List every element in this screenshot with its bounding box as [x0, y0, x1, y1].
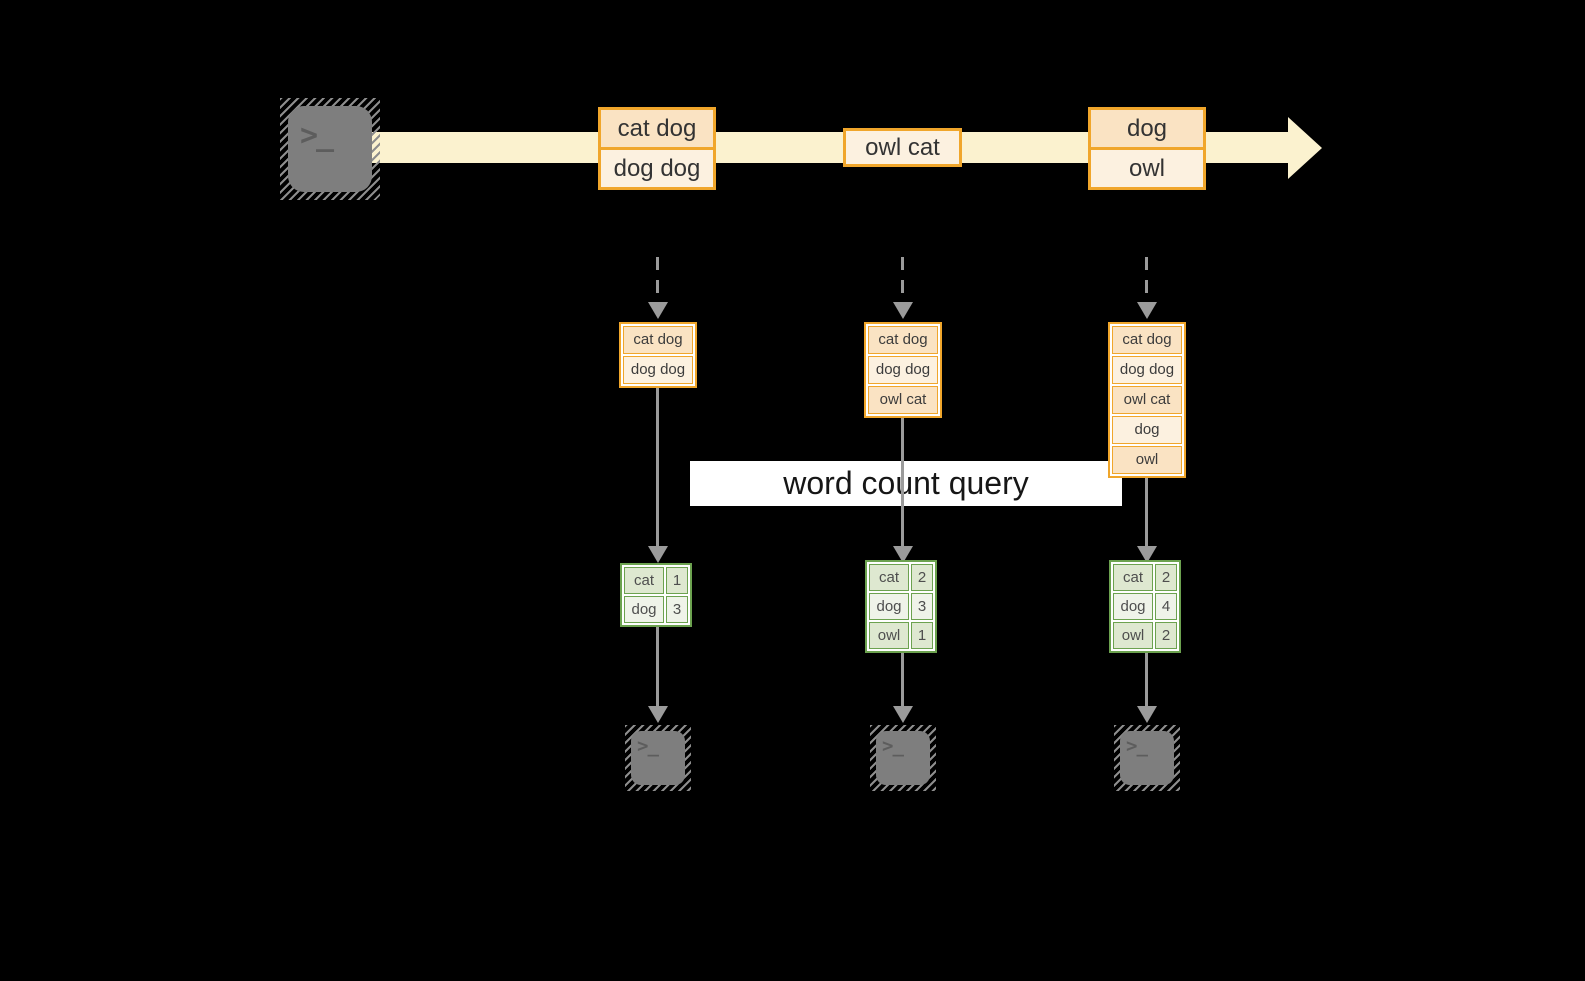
word-cell: dog	[869, 593, 909, 620]
arrowhead-icon	[893, 546, 913, 563]
stack-row: dog dog	[623, 356, 693, 384]
record-label: owl	[1091, 147, 1203, 187]
count-cell: 4	[1155, 593, 1177, 620]
record-stack-3: cat dog dog dog owl cat dog owl	[1108, 322, 1186, 478]
word-cell: owl	[869, 622, 909, 649]
stack-row: owl cat	[868, 386, 938, 414]
source-terminal-icon: >_	[280, 98, 380, 200]
record-stack-2: cat dog dog dog owl cat	[864, 322, 942, 418]
terminal-prompt-icon: >_	[882, 735, 904, 757]
record-label: dog	[1091, 110, 1203, 147]
query-label: word count query	[690, 461, 1122, 506]
count-cell: 3	[911, 593, 933, 620]
terminal-screen	[631, 731, 685, 785]
arrowhead-icon	[648, 706, 668, 723]
terminal-prompt-icon: >_	[300, 118, 334, 153]
stack-row: dog	[1112, 416, 1182, 444]
count-cell: 1	[666, 567, 688, 594]
record-label: dog dog	[601, 147, 713, 187]
dashed-arrow-line	[1145, 257, 1148, 303]
stream-timeline-arrowhead-icon	[1288, 117, 1322, 179]
count-cell: 3	[666, 596, 688, 623]
stack-row: owl	[1112, 446, 1182, 474]
count-cell: 2	[1155, 622, 1177, 649]
word-cell: dog	[1113, 593, 1153, 620]
word-cell: cat	[624, 567, 664, 594]
terminal-screen	[876, 731, 930, 785]
record-stack-1: cat dog dog dog	[619, 322, 697, 388]
terminal-prompt-icon: >_	[1126, 735, 1148, 757]
arrow-line	[901, 653, 904, 707]
sink-terminal-icon: >_	[625, 725, 691, 791]
terminal-screen	[288, 106, 372, 192]
arrowhead-icon	[1137, 706, 1157, 723]
arrow-line	[1145, 653, 1148, 707]
record-label: cat dog	[601, 110, 713, 147]
dashed-arrowhead-icon	[648, 302, 668, 319]
arrowhead-icon	[648, 546, 668, 563]
dashed-arrowhead-icon	[893, 302, 913, 319]
arrow-line	[656, 627, 659, 707]
arrow-line	[1145, 478, 1148, 548]
word-cell: cat	[869, 564, 909, 591]
sink-terminal-icon: >_	[1114, 725, 1180, 791]
timeline-batch-1: cat dog dog dog	[598, 107, 716, 190]
stack-row: cat dog	[868, 326, 938, 354]
arrowhead-icon	[1137, 546, 1157, 563]
timeline-batch-2: owl cat	[843, 128, 962, 167]
arrow-line	[901, 418, 904, 548]
word-cell: dog	[624, 596, 664, 623]
count-cell: 1	[911, 622, 933, 649]
stack-row: dog dog	[868, 356, 938, 384]
arrowhead-icon	[893, 706, 913, 723]
count-table-1: cat 1 dog 3	[620, 563, 692, 627]
count-cell: 2	[1155, 564, 1177, 591]
record-label: owl cat	[846, 131, 959, 164]
timeline-batch-3: dog owl	[1088, 107, 1206, 190]
sink-terminal-icon: >_	[870, 725, 936, 791]
stack-row: dog dog	[1112, 356, 1182, 384]
count-table-2: cat 2 dog 3 owl 1	[865, 560, 937, 653]
stack-row: owl cat	[1112, 386, 1182, 414]
count-table-3: cat 2 dog 4 owl 2	[1109, 560, 1181, 653]
arrow-line	[656, 388, 659, 548]
stack-row: cat dog	[623, 326, 693, 354]
terminal-screen	[1120, 731, 1174, 785]
terminal-prompt-icon: >_	[637, 735, 659, 757]
word-cell: owl	[1113, 622, 1153, 649]
dashed-arrowhead-icon	[1137, 302, 1157, 319]
stack-row: cat dog	[1112, 326, 1182, 354]
word-cell: cat	[1113, 564, 1153, 591]
dashed-arrow-line	[656, 257, 659, 303]
count-cell: 2	[911, 564, 933, 591]
dashed-arrow-line	[901, 257, 904, 303]
